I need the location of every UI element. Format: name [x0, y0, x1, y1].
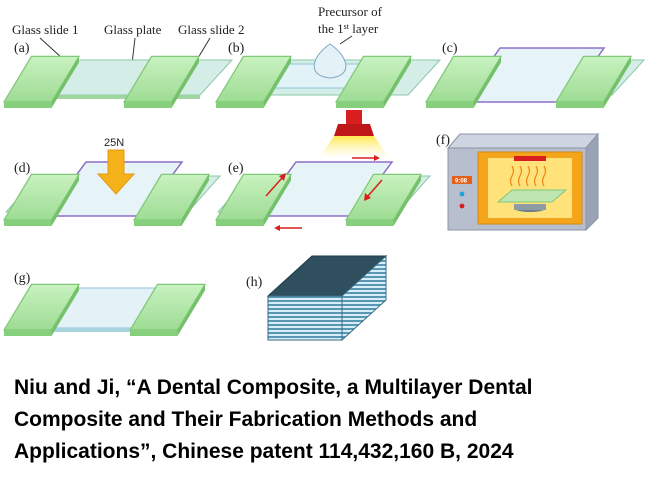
- panel-b: (b) Precursor of the 1st layer: [215, 4, 442, 109]
- panel-h: (h): [246, 254, 388, 342]
- label-precursor-line1: Precursor of: [318, 4, 383, 19]
- panel-label-a: (a): [14, 41, 30, 56]
- panel-label-g: (g): [14, 271, 31, 286]
- down-arrow-icon: [96, 149, 136, 195]
- oven-display-text: 9:08: [455, 179, 468, 185]
- laser-head-icon: [346, 110, 362, 124]
- label-precursor-line2: the 1st layer: [318, 21, 379, 36]
- leader-line-slide-1: [39, 37, 63, 59]
- heat-waves-icon: [509, 165, 547, 187]
- block-side: [341, 254, 387, 342]
- leader-line-slide-2: [197, 37, 211, 59]
- citation-line-1: Niu and Ji, “A Dental Composite, a Multi…: [14, 376, 533, 399]
- leader-line-precursor: [339, 35, 353, 45]
- oven-heater: [514, 156, 546, 161]
- block-front: [267, 295, 343, 341]
- label-glass-slide-2: Glass slide 2: [178, 22, 244, 37]
- panel-g: (g): [3, 271, 206, 337]
- light-beam: [320, 136, 388, 156]
- citation: Niu and Ji, “A Dental Composite, a Multi…: [14, 372, 644, 468]
- label-glass-slide-1: Glass slide 1: [12, 22, 78, 37]
- scan-arrow-left: [265, 177, 283, 197]
- label-glass-plate: Glass plate: [104, 22, 162, 37]
- precursor-droplet: [313, 43, 347, 79]
- oven-sample: [496, 189, 568, 203]
- panel-f: (f) 9:08: [436, 132, 600, 232]
- panel-label-c: (c): [442, 41, 458, 56]
- panel-label-d: (d): [14, 161, 31, 176]
- panel-label-f: (f): [436, 133, 450, 148]
- fabrication-diagram: (a) Glass slide 1 Glass plate Glass slid…: [3, 4, 646, 342]
- citation-line-2: Composite and Their Fabrication Methods …: [14, 408, 478, 431]
- oven-side: [585, 132, 599, 232]
- panel-a: (a) Glass slide 1 Glass plate Glass slid…: [3, 22, 244, 109]
- oven-knob-blue: [459, 191, 465, 197]
- oven-top: [446, 133, 600, 149]
- panel-d: (d) 25N: [3, 137, 222, 227]
- panel-label-b: (b): [228, 41, 245, 56]
- panel-c: (c): [425, 41, 646, 109]
- panel-e: (e): [215, 110, 432, 231]
- oven-display: [452, 176, 472, 184]
- citation-line-3: Applications”, Chinese patent 114,432,16…: [14, 440, 514, 463]
- oven-knob-red: [459, 203, 465, 209]
- panel-label-h: (h): [246, 275, 263, 290]
- force-label: 25N: [104, 137, 124, 149]
- panel-label-e: (e): [228, 161, 244, 176]
- scan-arrow-right: [367, 179, 383, 197]
